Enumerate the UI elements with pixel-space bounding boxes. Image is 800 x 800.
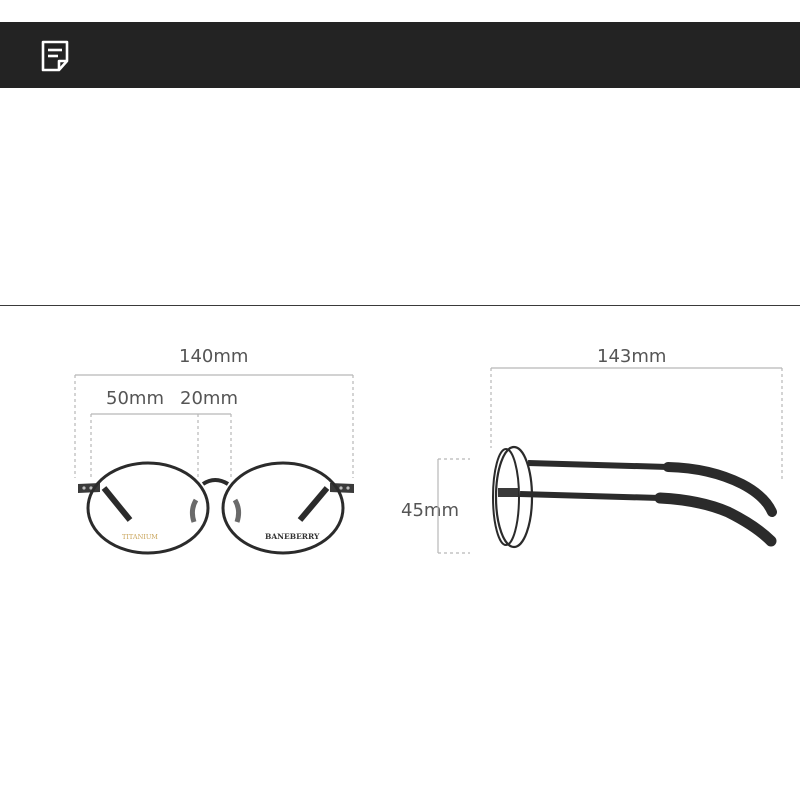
glasses-side-view — [492, 445, 777, 549]
lens-brand-text: BANEBERRY — [265, 532, 320, 541]
measurement-guides — [74, 367, 783, 554]
document-icon — [41, 40, 69, 72]
temple-inscription: TITANIUM — [122, 533, 158, 541]
section-divider — [0, 305, 800, 306]
header-bar — [0, 22, 800, 88]
lens-width-label: 50mm — [106, 388, 164, 409]
total-width-label: 140mm — [179, 346, 249, 367]
lens-height-label: 45mm — [401, 500, 459, 521]
temple-length-label: 143mm — [597, 346, 667, 367]
glasses-front-view — [78, 461, 354, 555]
bridge-width-label: 20mm — [180, 388, 238, 409]
